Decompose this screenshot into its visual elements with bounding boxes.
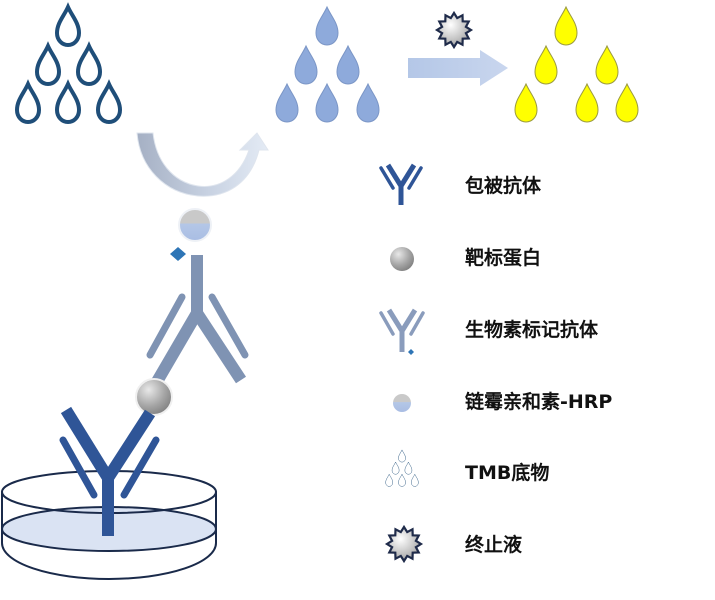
tmb-substrate-icon	[385, 449, 419, 487]
coating-antibody	[59, 406, 160, 536]
tmb-drops-yellow	[514, 6, 639, 123]
legend-label-streptavidin-hrp: 链霉亲和素-HRP	[465, 391, 613, 413]
biotin-antibody-icon	[379, 308, 425, 355]
tmb-drops-blue	[275, 6, 380, 123]
target-protein-icon	[390, 247, 414, 271]
legend-label-stop-solution: 终止液	[465, 534, 523, 556]
biotin-labeled-antibody	[146, 255, 249, 389]
right-arrow-icon	[408, 50, 508, 86]
target-protein	[135, 378, 173, 416]
reaction-u-arrow-icon	[136, 132, 269, 197]
streptavidin-hrp	[178, 208, 212, 242]
stop-solution-icon	[385, 525, 423, 563]
legend-label-tmb-substrate: TMB底物	[465, 462, 550, 484]
legend-label-biotin-antibody: 生物素标记抗体	[465, 319, 599, 341]
stop-solution-starburst-icon	[435, 11, 473, 49]
biotin-diamond-icon	[170, 247, 186, 261]
legend-label-target-protein: 靶标蛋白	[465, 247, 542, 269]
legend-label-coating-antibody: 包被抗体	[465, 175, 542, 197]
coating-antibody-icon	[379, 163, 423, 205]
tmb-drops-colorless	[15, 5, 122, 124]
streptavidin-hrp-icon	[393, 394, 411, 412]
